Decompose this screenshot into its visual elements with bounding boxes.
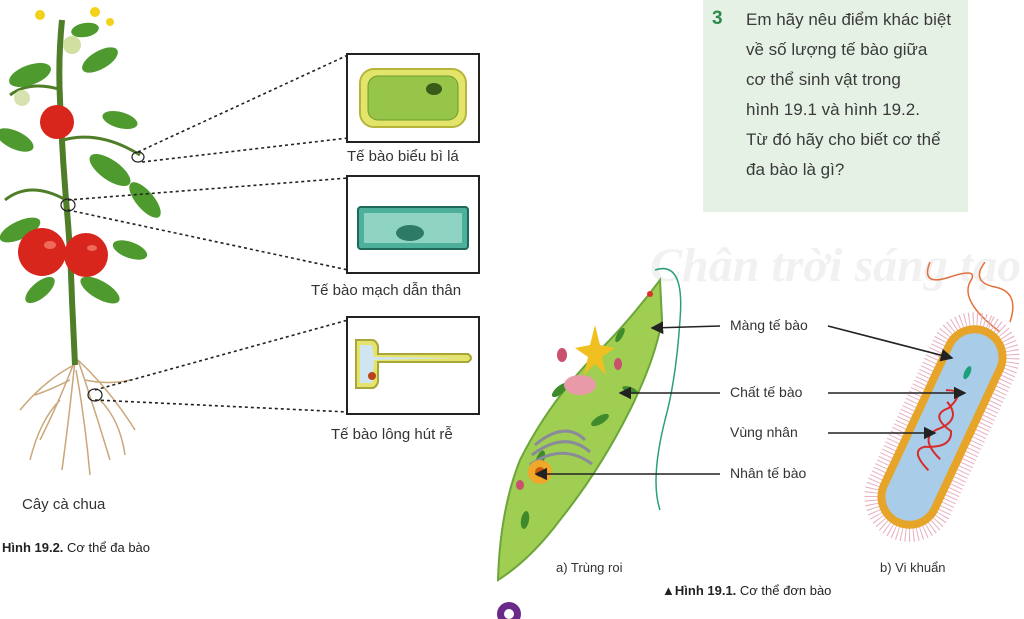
label-euglena: a) Trùng roi (556, 560, 623, 575)
question-line-5: Từ đó hãy cho biết cơ thể (746, 130, 941, 149)
roots (19, 359, 136, 476)
figure-19-1-caption-text: Cơ thể đơn bào (736, 583, 832, 598)
plant-label: Cây cà chua (22, 496, 106, 513)
label-cytoplasm: Chất tế bào (730, 384, 803, 400)
cell-box-leaf (346, 53, 480, 143)
flagellum (654, 267, 682, 511)
question-number: 3 (712, 8, 723, 29)
caption-triangle-icon: ▲ (662, 583, 675, 598)
watermark: Chân trời sáng tạo (650, 239, 1022, 292)
vessel-cell-icon (357, 206, 469, 250)
question-line-1: Em hãy nêu điểm khác biệt (746, 10, 952, 29)
figure-19-1-arrows (534, 321, 967, 481)
cell-label-stem: Tế bào mạch dẫn thân (311, 282, 462, 299)
connector-lines (67, 54, 349, 413)
tomato-plant-illustration (0, 7, 161, 476)
question-line-4: hình 19.1 và hình 19.2. (746, 100, 920, 119)
label-cell-membrane: Màng tế bào (730, 317, 808, 333)
cell-label-leaf: Tế bào biểu bì lá (347, 148, 459, 165)
root-hair-cell-icon (355, 339, 472, 389)
question-line-2: về số lượng tế bào giữa (746, 40, 928, 59)
zoom-marker-root (87, 388, 103, 402)
epidermal-cell-icon (359, 68, 467, 128)
question-line-6: đa bào là gì? (746, 160, 845, 179)
euglena-illustration (496, 267, 682, 582)
figure-19-1-caption-number: Hình 19.1. (674, 583, 737, 598)
cell-box-stem (346, 175, 480, 274)
figure-19-2-caption-number: Hình 19.2. (2, 540, 64, 555)
question-line-3: cơ thể sinh vật trong (746, 70, 901, 89)
cell-label-root: Tế bào lông hút rễ (331, 426, 453, 443)
figure-19-2-caption: Hình 19.2. Cơ thể đa bào (2, 540, 150, 555)
label-bacterium: b) Vi khuẩn (880, 560, 946, 575)
label-nuclear-region: Vùng nhân (730, 424, 798, 440)
cell-box-root (346, 316, 480, 415)
question-box (703, 0, 968, 212)
figure-19-1-caption: ▲Hình 19.1. Cơ thể đơn bào (662, 583, 831, 598)
page-badge-icon (497, 602, 521, 619)
label-nucleus: Nhân tế bào (730, 465, 807, 481)
figure-19-2-caption-text: Cơ thể đa bào (63, 540, 151, 555)
zoom-marker-stem (60, 198, 76, 212)
bacterium-illustration (864, 262, 1020, 542)
